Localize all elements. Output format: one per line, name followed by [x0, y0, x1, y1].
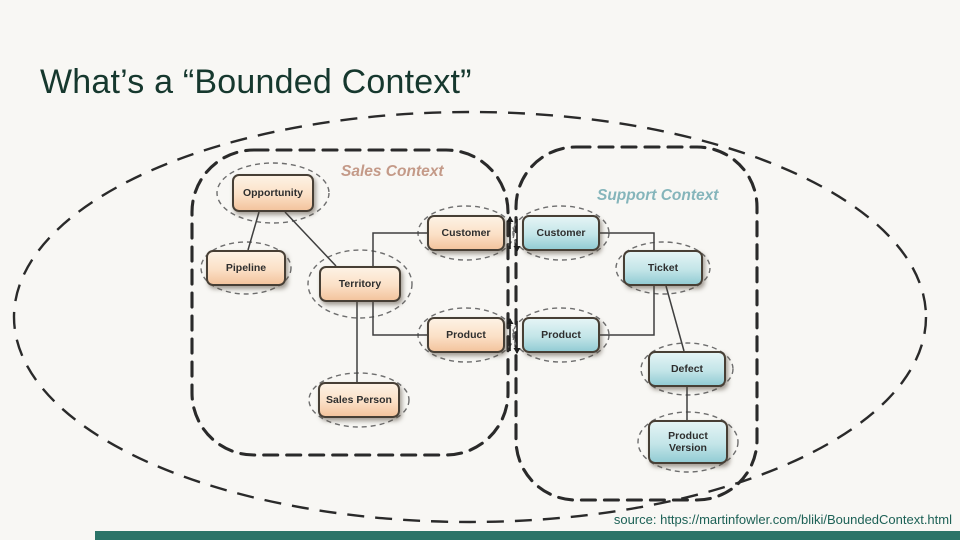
node-product-sales: Product — [427, 317, 505, 353]
halo-pipeline — [200, 241, 292, 295]
node-product-sales-label: Product — [446, 328, 486, 341]
sales-context-dashed-region — [190, 148, 510, 457]
node-sales-person: Sales Person — [318, 382, 400, 418]
node-customer-sales: Customer — [427, 215, 505, 251]
support-context-label: Support Context — [597, 187, 719, 204]
footer-accent-bar — [95, 531, 960, 540]
node-territory-label: Territory — [338, 277, 382, 290]
support-context-boundary — [514, 145, 759, 502]
halo-sales-person — [308, 372, 410, 428]
node-opportunity-label: Opportunity — [242, 186, 304, 199]
source-link[interactable]: source: https://martinfowler.com/bliki/B… — [613, 512, 952, 527]
node-product-support: Product — [522, 317, 600, 353]
halo-territory — [307, 249, 413, 319]
outer-dashed-ellipse — [12, 110, 928, 524]
node-product-support-label: Product — [541, 328, 581, 341]
edge-product-ticket — [600, 286, 655, 336]
entity-connector-lines — [247, 211, 688, 420]
sales-context-label: Sales Context — [341, 163, 444, 180]
node-ticket: Ticket — [623, 250, 703, 286]
node-customer-sales-label: Customer — [441, 226, 491, 239]
edge-customer-ticket — [600, 232, 655, 250]
sales-context-boundary — [190, 148, 510, 457]
node-territory: Territory — [319, 266, 401, 302]
node-pipeline: Pipeline — [206, 250, 286, 286]
context-sync-arrows — [506, 216, 521, 354]
node-defect: Defect — [648, 351, 726, 387]
edge-territory-customer — [372, 232, 427, 266]
slide-title: What’s a “Bounded Context” — [40, 63, 472, 101]
halo-product-version — [637, 411, 739, 473]
node-customer-support-label: Customer — [536, 226, 586, 239]
node-ticket-label: Ticket — [647, 261, 679, 274]
edge-opportunity-pipeline — [247, 211, 260, 251]
node-sales-person-label: Sales Person — [326, 393, 392, 406]
node-opportunity: Opportunity — [232, 174, 314, 212]
edge-opportunity-territory — [284, 211, 337, 267]
node-product-version: Product Version — [648, 420, 728, 464]
node-pipeline-label: Pipeline — [225, 261, 267, 274]
node-defect-label: Defect — [670, 362, 704, 375]
halo-opportunity — [216, 162, 330, 224]
halo-ticket — [615, 241, 711, 295]
node-product-version-label: Product Version — [668, 429, 708, 454]
outer-domain-boundary — [12, 110, 928, 524]
support-context-dashed-region — [514, 145, 759, 502]
edge-ticket-defect — [665, 285, 685, 352]
edge-territory-product — [372, 302, 427, 336]
node-customer-support: Customer — [522, 215, 600, 251]
